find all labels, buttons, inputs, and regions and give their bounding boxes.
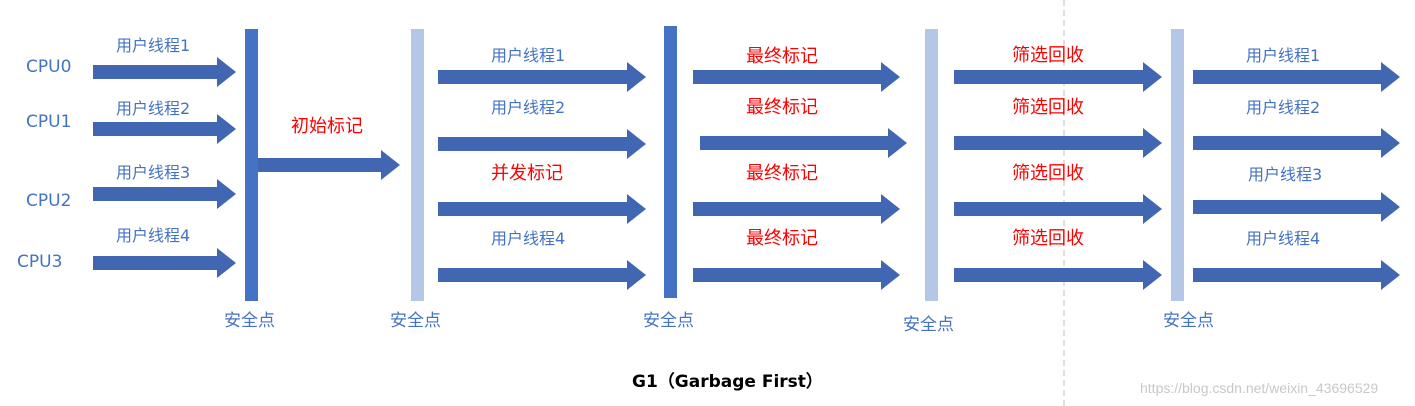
stage1-thread-label-1: 用户线程1 bbox=[116, 36, 191, 55]
stage4-arrow-4 bbox=[954, 260, 1162, 290]
stage5-thread-label-4: 用户线程4 bbox=[1246, 229, 1321, 248]
stage3-label-3: 最终标记 bbox=[746, 163, 818, 184]
stage5-arrow-1 bbox=[1193, 62, 1400, 92]
stage3-arrow-3 bbox=[693, 194, 900, 224]
stage4-arrow-3 bbox=[954, 194, 1162, 224]
stage2-arrow-1 bbox=[438, 62, 646, 92]
stage3-arrow-1 bbox=[693, 62, 900, 92]
stage3-label-2: 最终标记 bbox=[746, 97, 818, 118]
initial-mark-label: 初始标记 bbox=[291, 116, 363, 137]
safepoint-label-1: 安全点 bbox=[224, 311, 275, 331]
stage4-label-2: 筛选回收 bbox=[1012, 97, 1084, 118]
stage4-arrow-2 bbox=[954, 128, 1162, 158]
stage5-arrow-4 bbox=[1193, 260, 1400, 290]
stage1-thread-label-3: 用户线程3 bbox=[116, 163, 191, 182]
safepoint-bar-5 bbox=[1171, 29, 1184, 301]
arrows-group bbox=[93, 57, 1400, 290]
stage4-label-4: 筛选回收 bbox=[1012, 228, 1084, 249]
cpu-label-3: CPU3 bbox=[17, 252, 63, 272]
diagram-title: G1（Garbage First） bbox=[632, 372, 823, 392]
safepoint-bar-4 bbox=[925, 29, 938, 301]
cpu3-arrow bbox=[93, 248, 236, 278]
safepoint-label-4: 安全点 bbox=[903, 315, 954, 335]
stage5-arrow-2 bbox=[1193, 128, 1400, 158]
stage1-thread-label-2: 用户线程2 bbox=[116, 99, 191, 118]
stage2-label-4: 用户线程4 bbox=[491, 229, 566, 248]
cpu-label-0: CPU0 bbox=[26, 57, 72, 77]
stage3-label-1: 最终标记 bbox=[746, 46, 818, 67]
stage3-arrow-4 bbox=[693, 260, 900, 290]
stage1-thread-label-4: 用户线程4 bbox=[116, 226, 191, 245]
stage2-arrow-4 bbox=[438, 260, 646, 290]
stage4-label-1: 筛选回收 bbox=[1012, 45, 1084, 66]
stage2-label-2: 用户线程2 bbox=[491, 98, 566, 117]
stage2-label-3: 并发标记 bbox=[491, 163, 563, 184]
safepoint-label-2: 安全点 bbox=[390, 311, 441, 331]
stage5-thread-label-1: 用户线程1 bbox=[1246, 46, 1321, 65]
stage4-arrow-1 bbox=[954, 62, 1162, 92]
safepoint-bar-2 bbox=[411, 29, 424, 301]
cpu2-arrow bbox=[93, 179, 236, 209]
initial-mark-arrow bbox=[258, 150, 400, 180]
cpu-label-1: CPU1 bbox=[26, 112, 72, 132]
stage3-arrow-2 bbox=[700, 128, 907, 158]
cpu0-arrow bbox=[93, 57, 236, 87]
safepoint-bar-3 bbox=[664, 26, 677, 298]
stage3-label-4: 最终标记 bbox=[746, 228, 818, 249]
safepoint-label-3: 安全点 bbox=[643, 311, 694, 331]
cpu-label-2: CPU2 bbox=[26, 191, 72, 211]
stage2-arrow-2 bbox=[438, 129, 646, 159]
stage4-label-3: 筛选回收 bbox=[1012, 163, 1084, 184]
cpu1-arrow bbox=[93, 114, 236, 144]
watermark-text: https://blog.csdn.net/weixin_43696529 bbox=[1140, 380, 1379, 396]
stage2-label-1: 用户线程1 bbox=[491, 46, 566, 65]
stage2-arrow-3 bbox=[438, 194, 646, 224]
stage5-thread-label-3: 用户线程3 bbox=[1248, 165, 1323, 184]
stage5-thread-label-2: 用户线程2 bbox=[1246, 98, 1321, 117]
stage5-arrow-3 bbox=[1193, 192, 1400, 222]
safepoint-label-5: 安全点 bbox=[1163, 311, 1214, 331]
safepoint-bar-1 bbox=[245, 29, 258, 301]
